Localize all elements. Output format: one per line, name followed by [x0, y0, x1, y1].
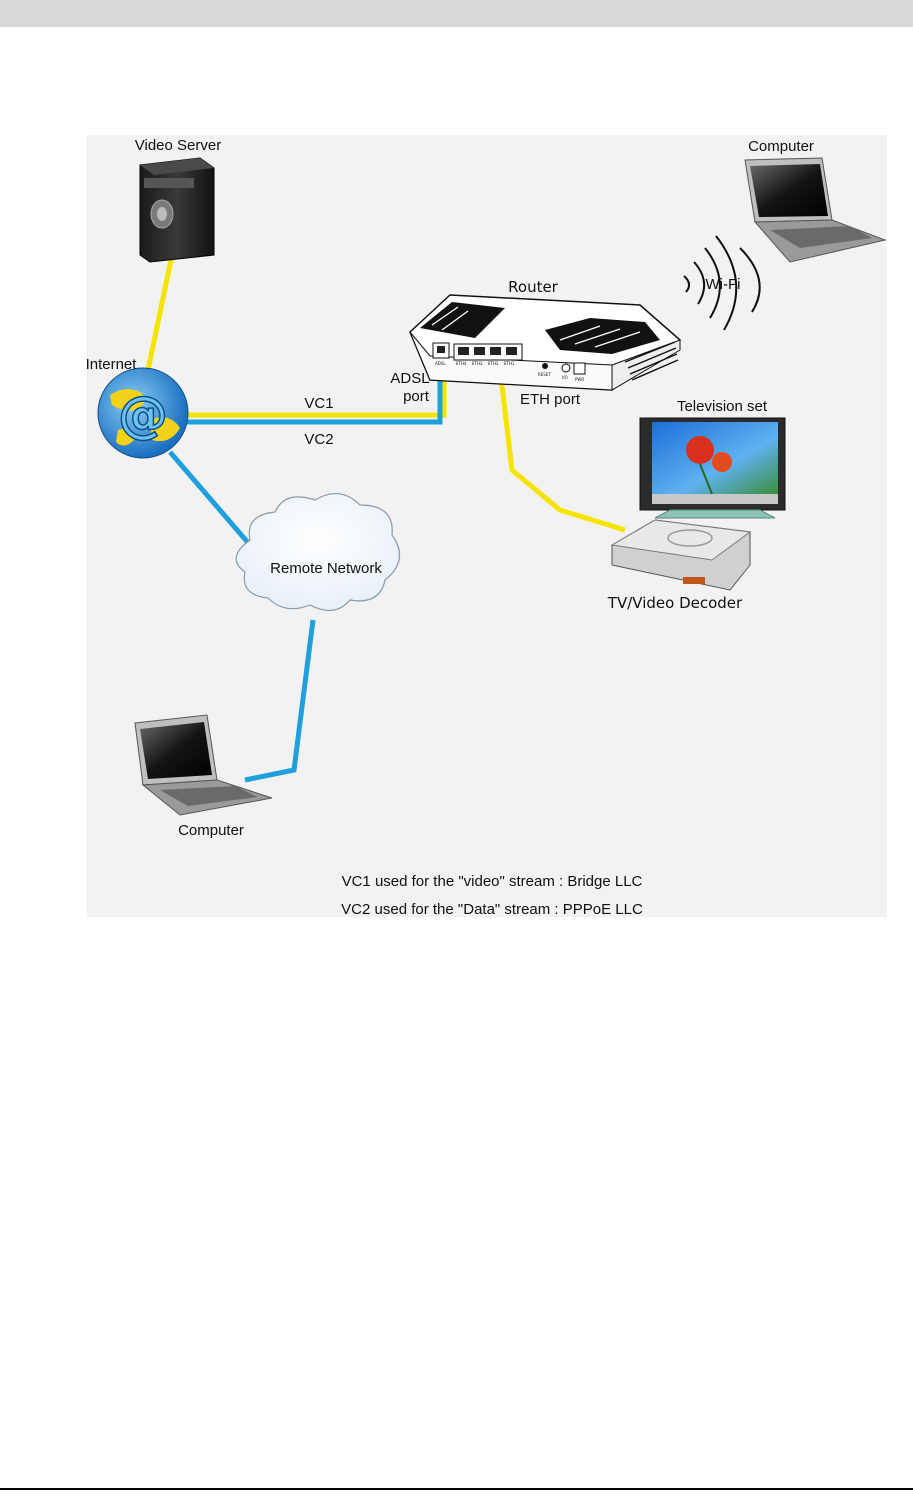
- page-footer-rule: [0, 1488, 913, 1490]
- label-adsl-port-line2: port: [403, 388, 430, 405]
- label-television-set: Television set: [677, 398, 768, 415]
- router-label-power: PWR: [575, 377, 584, 382]
- router-port-label-eth3: ETH3: [472, 361, 483, 366]
- computer-laptop-bottom-icon: [134, 714, 273, 816]
- router-power-switch: [561, 363, 571, 373]
- router-label-reset: RESET: [538, 372, 551, 377]
- label-vc1: VC1: [304, 395, 333, 412]
- router-port-label-eth2: ETH2: [488, 361, 499, 366]
- label-computer-bottom: Computer: [178, 822, 244, 839]
- router-port-adsl: [432, 342, 450, 359]
- caption-vc2-usage: VC2 used for the "Data" stream : PPPoE L…: [341, 901, 643, 918]
- router-label-switch: I/O: [562, 375, 568, 380]
- router-port-label-eth4: ETH4: [456, 361, 467, 366]
- remote-computer-link: [244, 619, 316, 783]
- eth-port-link: [496, 359, 626, 533]
- internet-at-symbol: @: [118, 386, 168, 444]
- label-computer-top: Computer: [748, 138, 814, 155]
- television-icon: [639, 417, 786, 519]
- page-header-bar: [0, 0, 913, 27]
- video-server-link: [144, 254, 175, 376]
- label-vc2: VC2: [304, 431, 333, 448]
- caption-vc1-usage: VC1 used for the "video" stream : Bridge…: [342, 873, 643, 890]
- router-icon: ADSL ETH4 ETH3 ETH2 ETH1 RESET I/O PWR: [409, 294, 682, 391]
- label-adsl-port-line1: ADSL: [390, 370, 429, 387]
- router-power-port: [573, 362, 586, 375]
- wifi-signal-icon: [683, 235, 761, 331]
- label-eth-port: ETH port: [520, 391, 581, 408]
- internet-globe-icon: @: [97, 367, 189, 459]
- tv-video-decoder-icon: [610, 519, 752, 591]
- label-router: Router: [508, 278, 559, 296]
- router-port-label-adsl: ADSL: [435, 361, 446, 366]
- label-wifi: Wi-Fi: [706, 276, 741, 293]
- label-tv-video-decoder: TV/Video Decoder: [607, 594, 743, 612]
- computer-laptop-top-icon: [744, 157, 887, 263]
- label-video-server: Video Server: [135, 137, 221, 154]
- remote-network-link: [168, 450, 252, 547]
- router-port-eth-group: [453, 343, 523, 361]
- remote-network-cloud-icon: [235, 493, 401, 611]
- router-port-label-eth1: ETH1: [504, 361, 515, 366]
- router-reset-button: [542, 363, 548, 369]
- label-internet: Internet: [86, 356, 138, 373]
- label-remote-network: Remote Network: [270, 560, 382, 577]
- video-server-icon: [139, 157, 215, 263]
